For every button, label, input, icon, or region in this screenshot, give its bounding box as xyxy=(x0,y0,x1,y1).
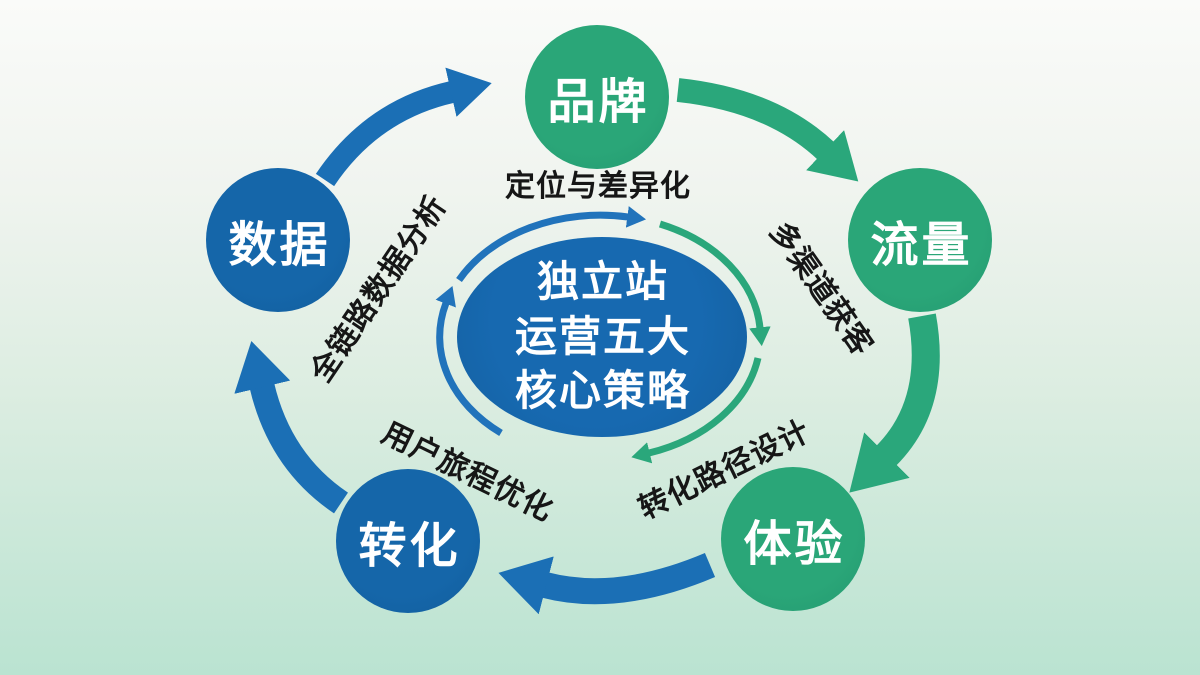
inner-ring-arc-bottom-green xyxy=(631,357,762,464)
node-label: 品牌 xyxy=(547,76,650,129)
node-conversion: 转化 xyxy=(336,469,480,613)
arrow-conversion-to-data xyxy=(234,340,349,514)
node-experience: 体验 xyxy=(721,467,865,611)
node-label: 数据 xyxy=(228,219,331,272)
arrow-experience-to-conversion xyxy=(498,553,716,615)
arrow-data-to-brand xyxy=(315,67,492,187)
node-label: 转化 xyxy=(358,520,461,573)
center-title-line: 独立站 xyxy=(536,258,669,306)
inner-ring-arc-right-green xyxy=(658,220,771,347)
node-brand: 品牌 xyxy=(525,25,669,169)
node-data: 数据 xyxy=(206,168,350,312)
edge-label-positioning: 定位与差异化 xyxy=(505,170,691,203)
center-title-line: 运营五大 xyxy=(514,312,691,360)
arrow-traffic-to-experience xyxy=(849,313,940,493)
inner-ring-arc-left-blue xyxy=(435,285,503,437)
arrow-brand-to-traffic xyxy=(676,78,859,182)
node-label: 体验 xyxy=(743,518,846,571)
center-ellipse: 独立站 运营五大 核心策略 xyxy=(457,237,747,437)
inner-ring-arc-top-blue xyxy=(456,206,647,283)
center-title-line: 核心策略 xyxy=(514,367,691,415)
node-label: 流量 xyxy=(870,219,973,272)
node-traffic: 流量 xyxy=(848,168,992,312)
